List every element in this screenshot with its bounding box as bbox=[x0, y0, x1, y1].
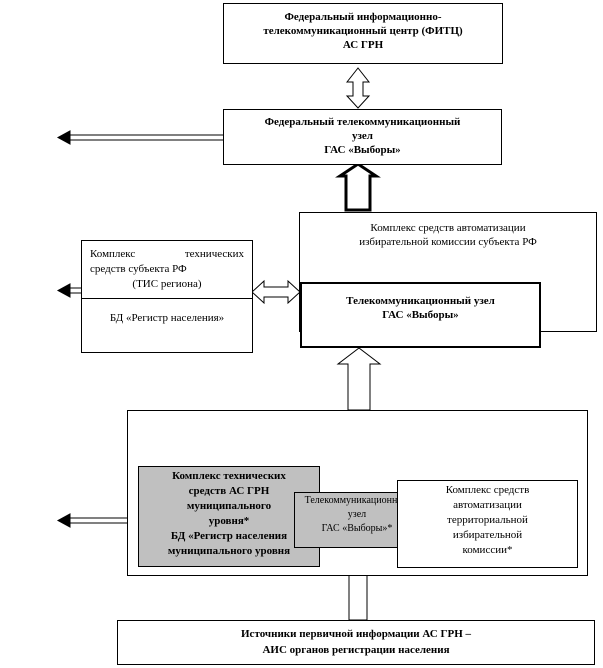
left-arrow-fed bbox=[56, 130, 224, 145]
terr-line5: комиссии* bbox=[462, 544, 513, 556]
fed-node-line1: Федеральный телекоммуникационный bbox=[264, 116, 461, 128]
terr-line4: избирательной bbox=[452, 529, 523, 541]
muni-line3: муниципального bbox=[186, 500, 272, 512]
subject-node-box: Телекоммуникационный узел ГАС «Выборы» bbox=[300, 282, 541, 348]
sources-line2: АИС органов регистрации населения bbox=[262, 644, 450, 656]
sources-line1: Источники первичной информации АС ГРН – bbox=[241, 628, 471, 640]
tis-line1a: Комплекс bbox=[90, 248, 136, 260]
muni-line6: муниципального уровня bbox=[167, 545, 291, 557]
fed-node-line2: узел bbox=[352, 130, 373, 142]
territorial-box: Комплекс средств автоматизации территори… bbox=[397, 480, 578, 568]
muni-line5: БД «Регистр населения bbox=[170, 530, 288, 542]
fitc-line3: АС ГРН bbox=[342, 39, 384, 51]
muni-line4: уровня* bbox=[208, 515, 250, 527]
muni-line2: средств АС ГРН bbox=[188, 485, 270, 497]
terr-line3: территориальной bbox=[447, 514, 528, 526]
subject-node-line2: ГАС «Выборы» bbox=[382, 309, 459, 321]
tis-line1b: технических bbox=[184, 248, 244, 260]
sources-box: Источники первичной информации АС ГРН – … bbox=[117, 620, 595, 665]
tis-line3: (ТИС региона) bbox=[132, 278, 202, 290]
arrow-subject-to-fed bbox=[335, 162, 381, 212]
tis-line2: средств субъекта РФ bbox=[90, 263, 187, 275]
tis-divider bbox=[82, 298, 252, 299]
terr-line2: автоматизации bbox=[453, 499, 522, 511]
subject-complex-line2: избирательной комиссии субъекта РФ bbox=[359, 236, 537, 248]
subject-node-line1: Телекоммуникационный узел bbox=[346, 295, 495, 307]
muni-node-line3: ГАС «Выборы»* bbox=[321, 523, 393, 534]
left-arrow-tis bbox=[56, 283, 82, 298]
federal-node-box: Федеральный телекоммуникационный узел ГА… bbox=[223, 109, 502, 165]
muni-node-line2: узел bbox=[347, 509, 367, 520]
muni-node-line1: Телекоммуникационный bbox=[304, 495, 410, 506]
fitc-box: Федеральный информационно- телекоммуника… bbox=[223, 3, 503, 64]
fed-node-line3: ГАС «Выборы» bbox=[324, 144, 401, 156]
fitc-line2: телекоммуникационный центр (ФИТЦ) bbox=[263, 25, 463, 37]
subject-complex-line1: Комплекс средств автоматизации bbox=[370, 222, 526, 234]
arrow-fitc-fed bbox=[345, 67, 371, 109]
arrow-muni-to-subject bbox=[336, 347, 382, 411]
terr-line1: Комплекс средств bbox=[445, 484, 530, 496]
tis-box: Комплекс технических средств субъекта РФ… bbox=[81, 240, 253, 353]
tis-db: БД «Регистр населения» bbox=[109, 312, 225, 324]
fitc-line1: Федеральный информационно- bbox=[284, 11, 442, 23]
arrow-tis-subject bbox=[251, 279, 301, 305]
municipal-complex-box: Комплекс технических средств АС ГРН муни… bbox=[138, 466, 320, 567]
left-arrow-muni bbox=[56, 513, 137, 528]
muni-line1: Комплекс технических bbox=[172, 470, 286, 482]
